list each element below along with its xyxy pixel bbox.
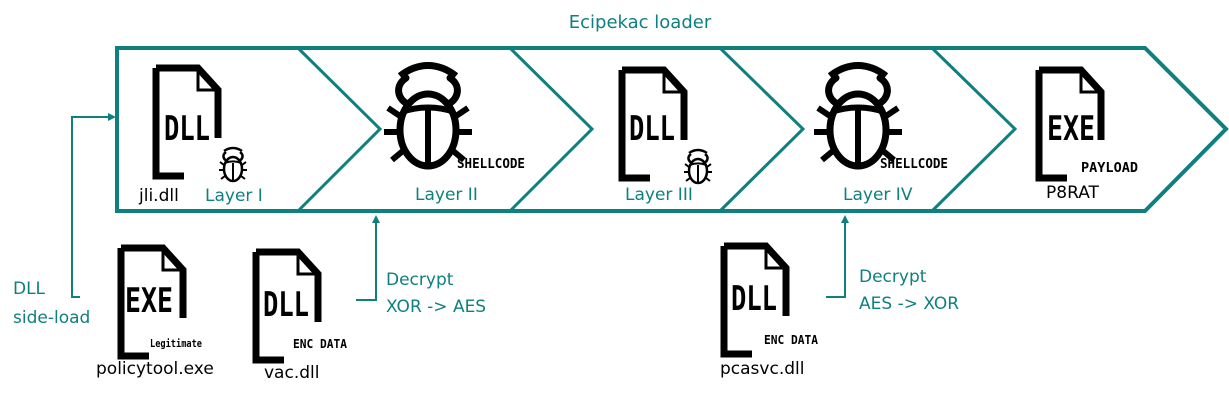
decrypt-connector-1 — [356, 215, 380, 301]
layer-label-2: Layer II — [415, 185, 478, 205]
dll-icon-text: DLL — [629, 109, 675, 149]
exe-file-icon: EXE — [1039, 70, 1101, 178]
file-name-jli: jli.dll — [138, 186, 179, 206]
input-vac-dll: DLL ENC DATA vac.dll — [256, 252, 348, 383]
stage-layer-3: DLL Layer III — [622, 70, 714, 205]
input-policytool: EXE Legitimate policytool.exe — [96, 248, 214, 379]
sideload-label-line2: side-load — [13, 308, 90, 328]
input-pcasvc-dll: DLL ENC DATA pcasvc.dll — [720, 246, 819, 379]
file-name-policytool: policytool.exe — [96, 359, 214, 379]
dll-icon-text: DLL — [164, 109, 210, 149]
dll-file-icon: DLL — [256, 252, 318, 360]
stage-layer-2: SHELLCODE Layer II — [384, 66, 525, 205]
dll-file-icon: DLL — [622, 70, 684, 178]
stage-layer-1: DLL jli.dll Layer I — [138, 68, 263, 206]
dll-file-icon: DLL — [724, 246, 786, 354]
dll-icon-text: DLL — [263, 285, 309, 325]
bug-shellcode-icon — [814, 66, 902, 167]
bug-icon — [217, 146, 249, 183]
chevron-divider-2 — [508, 46, 595, 213]
decrypt1-label-line1: Decrypt — [386, 270, 454, 290]
decrypt-connector-2 — [826, 215, 849, 298]
shellcode-label: SHELLCODE — [457, 157, 525, 172]
layer-label-4: Layer IV — [843, 185, 913, 205]
layer-label-3: Layer III — [625, 185, 693, 205]
layer-label-1: Layer I — [205, 186, 263, 206]
decrypt2-label-line1: Decrypt — [859, 267, 927, 287]
chevron-divider-3 — [718, 46, 806, 213]
decrypt1-label-line2: XOR -> AES — [386, 297, 486, 317]
legitimate-label: Legitimate — [150, 337, 202, 350]
bug-icon — [682, 148, 714, 185]
enc-data-label: ENC DATA — [764, 333, 819, 347]
file-name-p8rat: P8RAT — [1046, 183, 1100, 203]
file-name-vac: vac.dll — [264, 363, 319, 383]
decrypt2-label-line2: AES -> XOR — [859, 294, 959, 314]
decrypt-arrow-2: Decrypt AES -> XOR — [826, 215, 959, 314]
payload-label: PAYLOAD — [1081, 161, 1138, 176]
exe-icon-text: EXE — [125, 281, 173, 321]
sideload-label-line1: DLL — [13, 279, 46, 299]
sideload-arrow: DLL side-load — [13, 113, 116, 328]
sideload-connector — [71, 113, 116, 298]
exe-file-icon: EXE — [121, 248, 183, 356]
chevron-divider-4 — [930, 46, 1018, 213]
enc-data-label: ENC DATA — [293, 337, 348, 351]
outer-frame — [115, 46, 1229, 213]
dll-file-icon: DLL — [156, 68, 218, 176]
exe-icon-text: EXE — [1047, 109, 1095, 149]
bug-shellcode-icon — [384, 66, 472, 167]
diagram-title: Ecipekac loader — [569, 12, 712, 33]
decrypt-arrow-1: Decrypt XOR -> AES — [356, 215, 486, 317]
chevron-divider-1 — [296, 46, 383, 213]
stage-layer-4: SHELLCODE Layer IV — [814, 66, 948, 205]
stage-payload: EXE PAYLOAD P8RAT — [1039, 70, 1138, 203]
shellcode-label: SHELLCODE — [880, 157, 948, 172]
chevron-frame — [115, 46, 1229, 213]
dll-icon-text: DLL — [731, 279, 777, 319]
file-name-pcasvc: pcasvc.dll — [720, 359, 804, 379]
